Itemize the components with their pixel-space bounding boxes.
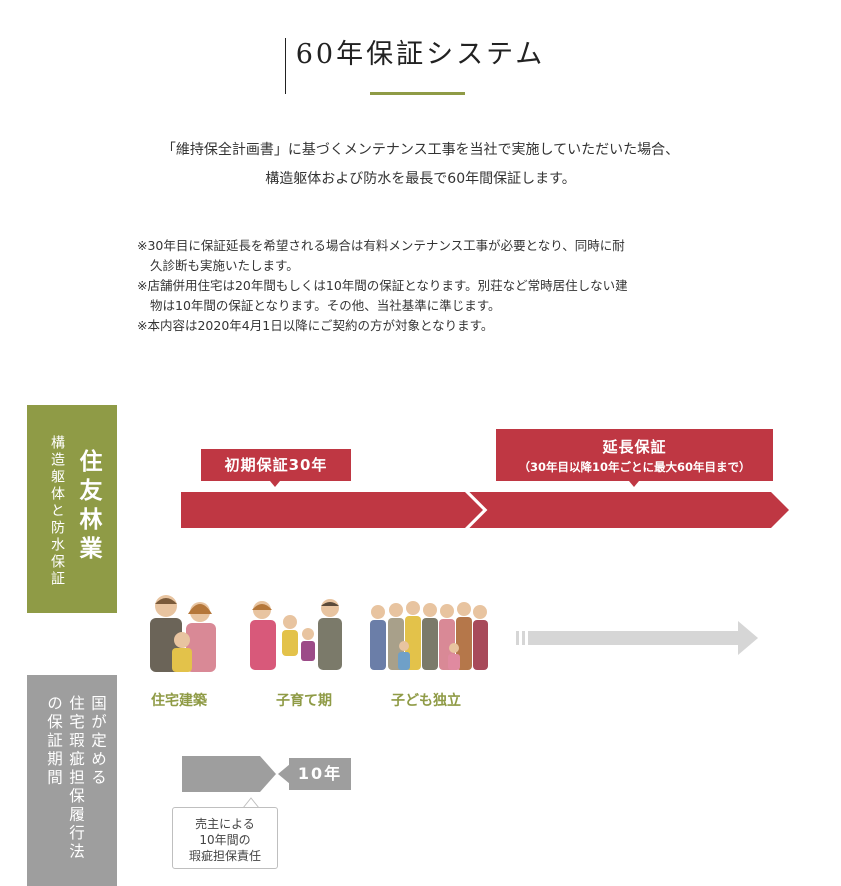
family-illustration-independence [370, 601, 488, 670]
company-sub: 構造躯体と防水保証 [49, 435, 65, 588]
segment-divider [467, 492, 488, 528]
extended-title: 延長保証 [602, 438, 667, 456]
stage-label: 子ども独立 [391, 693, 461, 709]
law-line-1: 国が定める [89, 695, 107, 788]
extended-pointer [629, 481, 639, 487]
law-side-label: 国が定める 住宅瑕疵担保履行法 の保証期間 [27, 675, 117, 886]
initial-warranty-label: 初期保証30年 [201, 449, 351, 481]
company-name: 住友林業 [75, 449, 101, 565]
page-title: 60年保証システム [295, 39, 546, 70]
callout-line: 瑕疵担保責任 [188, 849, 261, 863]
extended-warranty-label: 延長保証 （30年目以降10年ごとに最大60年目まで） [496, 429, 773, 481]
extended-sub: （30年目以降10年ごとに最大60年目まで） [518, 460, 751, 474]
title-underline [370, 92, 465, 95]
sumitomo-side-label: 住友林業 構造躯体と防水保証 [27, 405, 117, 613]
lead-line-2: 構造躯体および防水を最長で60年間保証します。 [265, 171, 576, 187]
family-illustration-couple [150, 595, 216, 672]
law-period-pointer [278, 764, 290, 784]
family-illustration-parenting [250, 599, 342, 670]
notes: ※30年目に保証延長を希望される場合は有料メンテナンス工事が必要となり、同時に耐… [137, 236, 628, 336]
note-line: ※30年目に保証延長を希望される場合は有料メンテナンス工事が必要となり、同時に耐 [137, 238, 625, 253]
callout-line: 売主による [195, 817, 255, 831]
law-line-2: 住宅瑕疵担保履行法 [67, 695, 85, 862]
law-line-3: の保証期間 [45, 695, 63, 788]
text-cursor [285, 38, 286, 94]
initial-segment [181, 492, 483, 528]
note-line: ※店舗併用住宅は20年間もしくは10年間の保証となります。別荘など常時居住しない… [137, 278, 628, 293]
extended-segment [469, 492, 789, 528]
law-period-arrow [182, 756, 276, 792]
initial-pointer [270, 481, 280, 487]
future-arrow [516, 621, 758, 655]
callout-line: 10年間の [199, 833, 251, 847]
note-line: ※本内容は2020年4月1日以降にご契約の方が対象となります。 [137, 318, 494, 333]
lead-line-1: 「維持保全計画書」に基づくメンテナンス工事を当社で実施していただいた場合、 [161, 142, 680, 158]
stage-label: 子育て期 [276, 693, 332, 709]
warranty-timeline-arrow [181, 492, 789, 528]
seller-liability-callout: 売主による 10年間の 瑕疵担保責任 [172, 807, 278, 869]
note-line: 物は10年間の保証となります。その他、当社基準に準じます。 [150, 298, 501, 313]
law-period-label: 10年 [289, 758, 351, 790]
note-line: 久診断も実施いたします。 [150, 258, 299, 273]
stage-label: 住宅建築 [151, 693, 207, 709]
